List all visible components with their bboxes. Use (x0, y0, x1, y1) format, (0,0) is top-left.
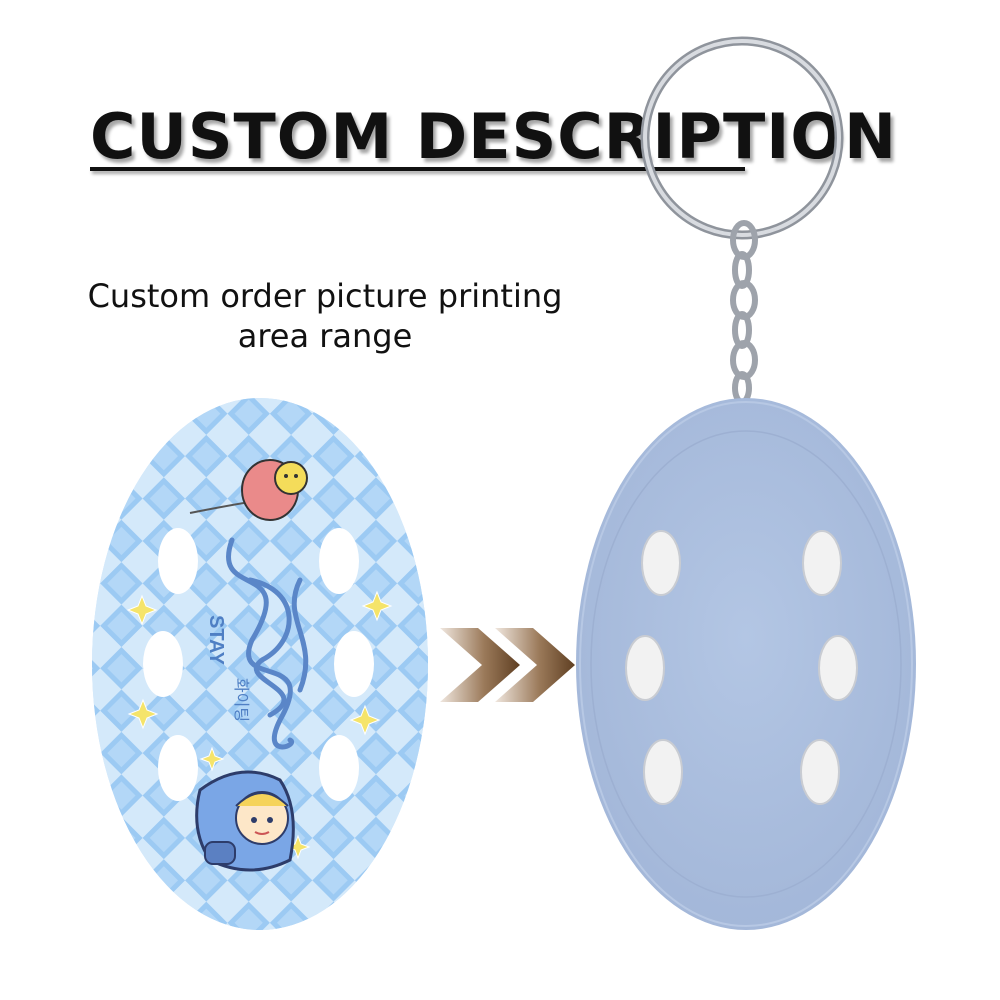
caption-line-2: area range (237, 317, 413, 355)
caption: Custom order picture printing area range (60, 276, 590, 356)
signature-art (226, 537, 309, 750)
printed-holes (143, 528, 374, 801)
chain-icon (730, 220, 758, 405)
balloon-icon (189, 459, 308, 521)
printed-oval-preview: STAY 화이팅 (92, 398, 428, 930)
sparkle-icon (126, 590, 393, 860)
signature-word: STAY (205, 615, 227, 666)
page-title: CUSTOM DESCRIPTION (90, 100, 897, 173)
direction-arrow-icon (440, 628, 575, 702)
title-underline (90, 167, 745, 171)
korean-text: 화이팅 (232, 678, 251, 722)
keychain-holes (625, 530, 858, 805)
keyring-icon (640, 36, 844, 240)
caption-line-1: Custom order picture printing (87, 277, 563, 315)
character-sticker-icon (195, 770, 295, 872)
blank-keychain (576, 398, 916, 930)
